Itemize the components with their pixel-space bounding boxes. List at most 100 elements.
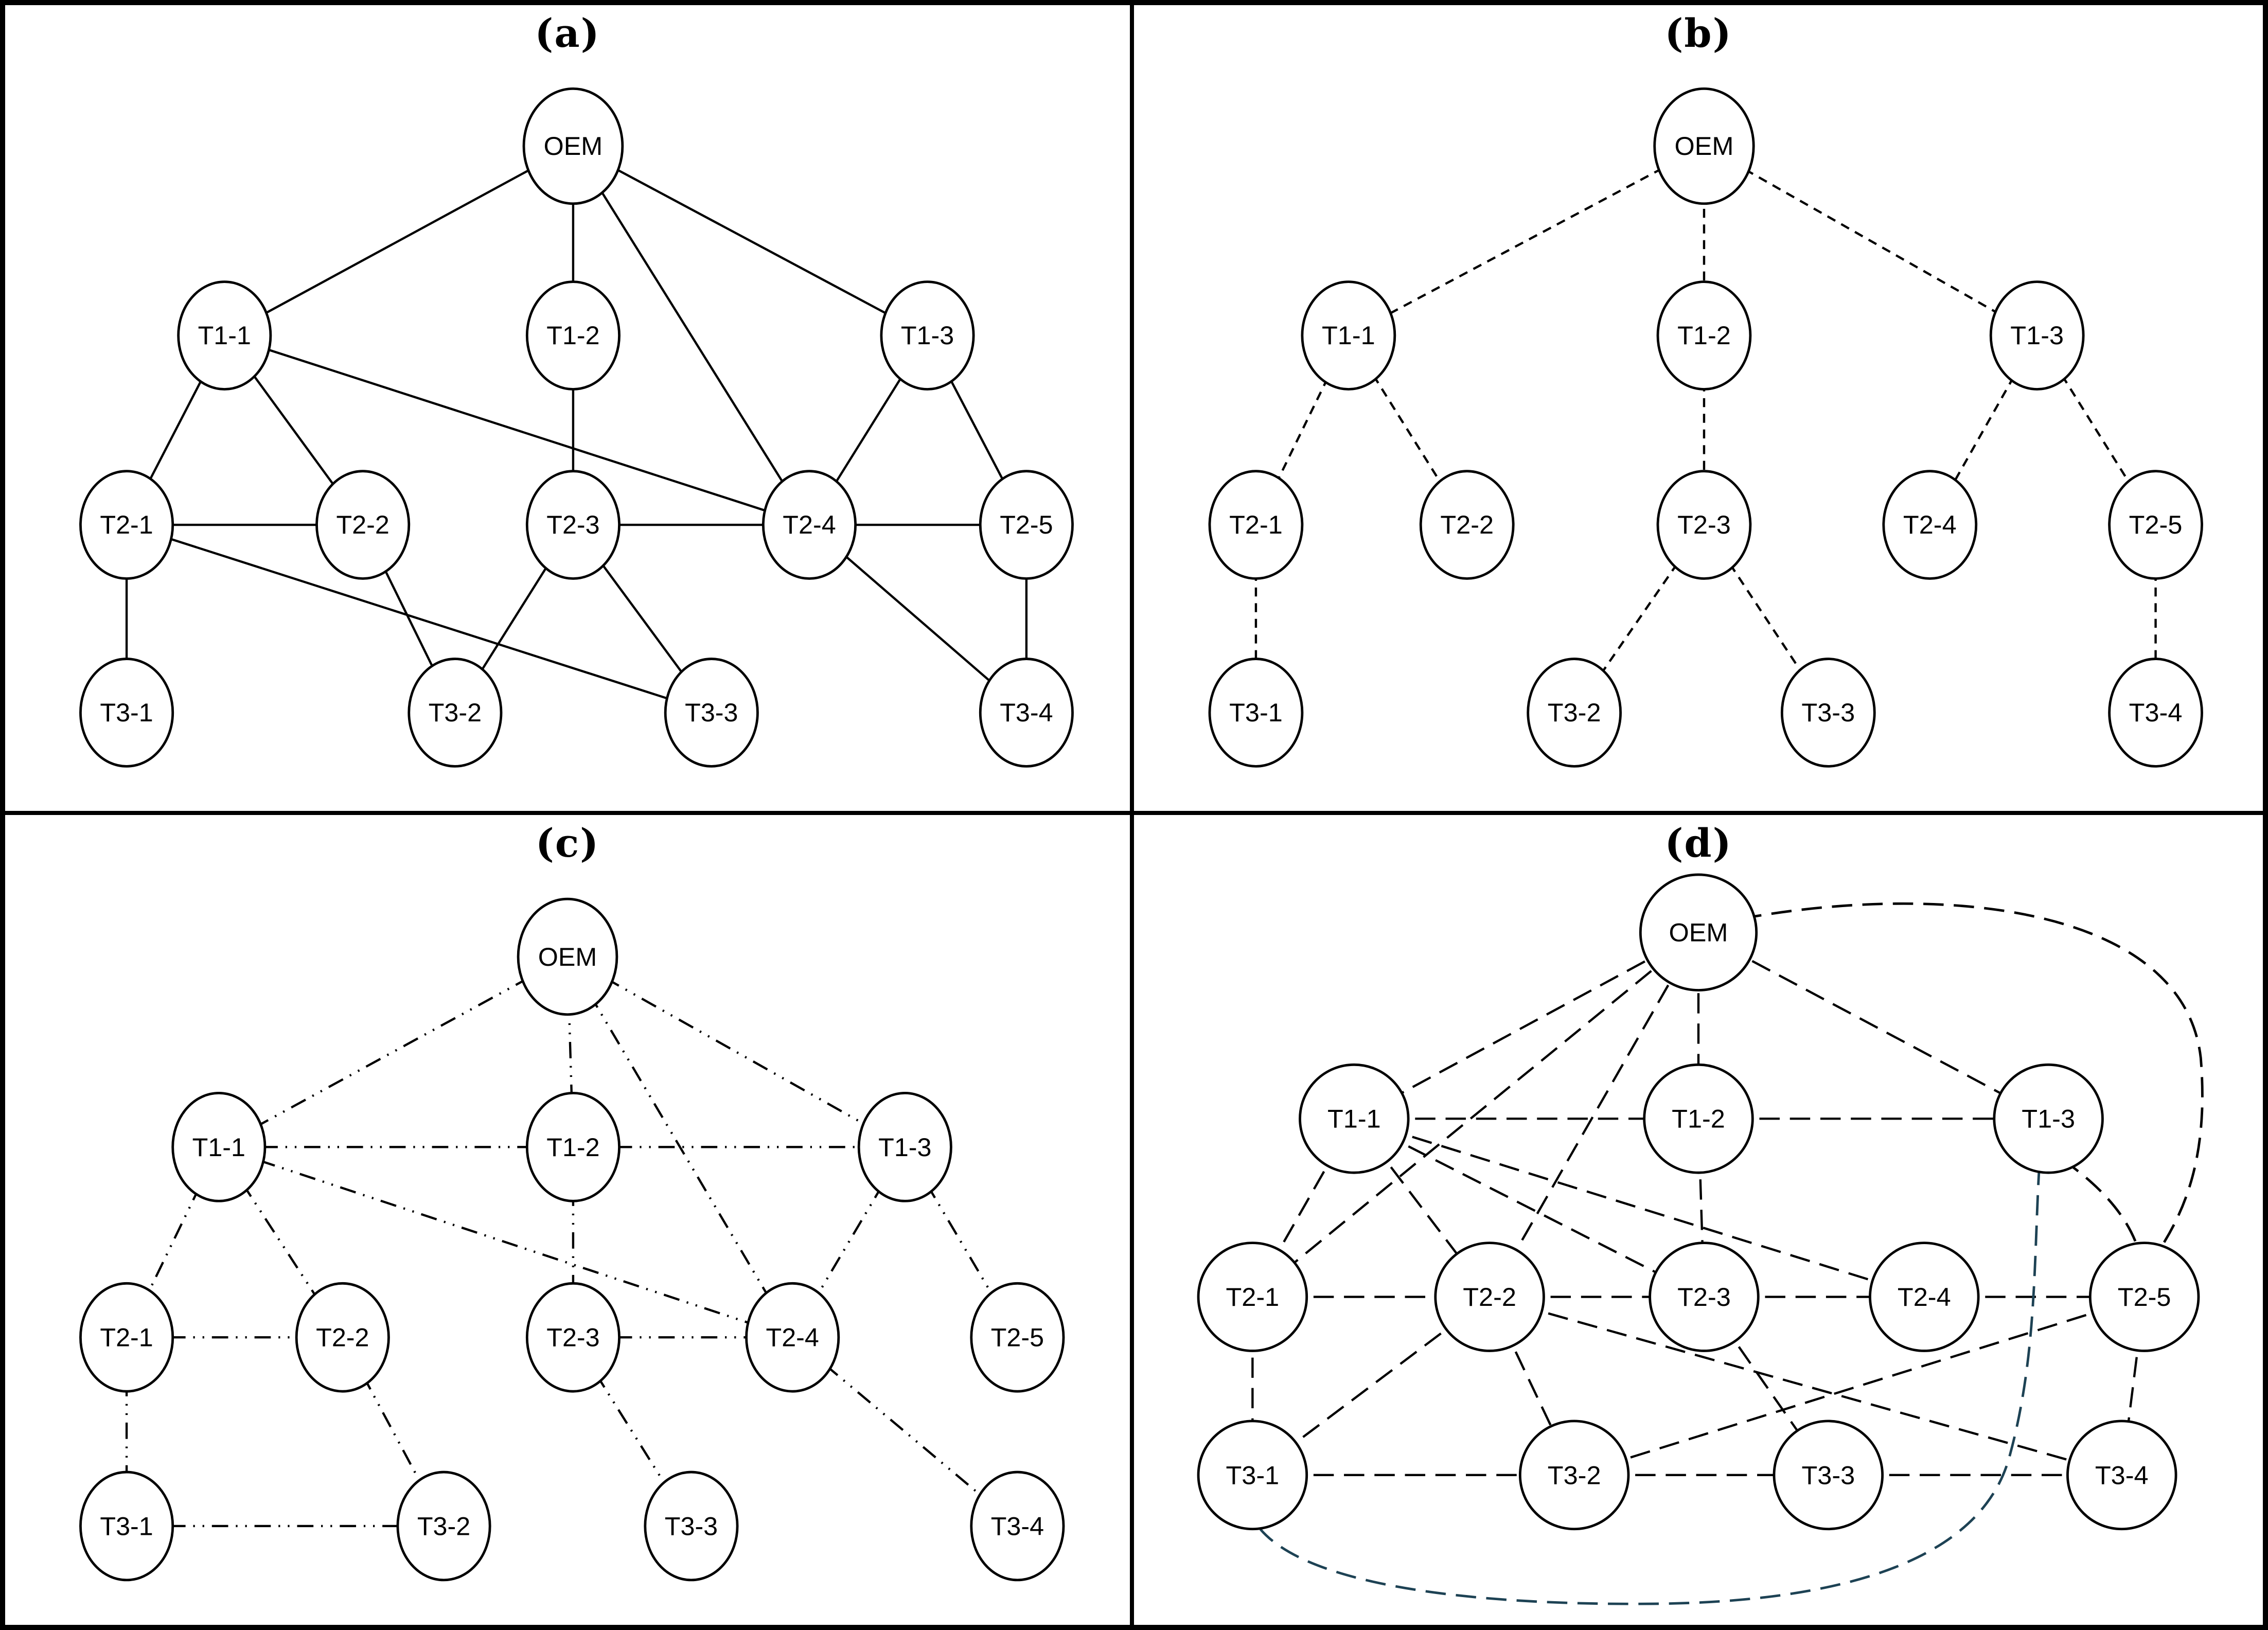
- node-label-T3-4: T3-4: [1000, 698, 1053, 727]
- node-T2-4: [1882, 470, 1978, 580]
- node-label-T1-3: T1-3: [878, 1132, 931, 1162]
- node-T2-2: [295, 1282, 390, 1393]
- node-T2-5: [970, 1282, 1065, 1393]
- node-T1-3: [857, 1092, 952, 1202]
- edge-T2-2-T3-4: [1489, 1296, 2122, 1476]
- edge-T1-1-T2-3: [1353, 1118, 1705, 1298]
- edge-T2-5-T3-2: [1574, 1296, 2145, 1476]
- edge-OEM-T1-1: [1353, 931, 1699, 1120]
- edge-OEM-T1-3: [572, 145, 928, 336]
- node-label-OEM: OEM: [1675, 132, 1734, 161]
- edge-OEM-T1-1: [1348, 145, 1705, 336]
- node-label-OEM: OEM: [1669, 918, 1728, 947]
- node-label-T3-1: T3-1: [1229, 698, 1283, 727]
- edge-T1-1-T2-4: [224, 334, 810, 526]
- node-label-T1-1: T1-1: [198, 321, 251, 350]
- curved-edge-T1-3-T2-5: [2061, 1158, 2142, 1260]
- node-label-T2-4: T2-4: [1903, 510, 1957, 539]
- edge-OEM-T1-2: [566, 956, 575, 1147]
- node-T1-1: [177, 280, 272, 391]
- node-T1-3: [1993, 1063, 2104, 1174]
- node-label-T1-2: T1-2: [546, 1132, 599, 1162]
- node-label-T1-2: T1-2: [1677, 321, 1731, 350]
- node-label-T1-3: T1-3: [2010, 321, 2064, 350]
- node-T3-3: [1773, 1420, 1884, 1531]
- node-label-T2-4: T2-4: [1898, 1282, 1951, 1312]
- node-label-T3-1: T3-1: [100, 1511, 153, 1540]
- edge-OEM-T1-3: [1697, 931, 2049, 1120]
- node-label-T2-3: T2-3: [546, 1323, 599, 1352]
- node-T2-4: [1869, 1242, 1980, 1352]
- edge-OEM-T1-1: [218, 955, 569, 1148]
- node-label-T1-3: T1-3: [2022, 1104, 2075, 1133]
- node-label-T2-3: T2-3: [546, 510, 599, 539]
- edge-T1-1-T2-4: [1354, 1118, 1925, 1298]
- node-label-T2-1: T2-1: [100, 510, 153, 539]
- node-OEM: [1653, 87, 1755, 205]
- node-label-T3-2: T3-2: [417, 1511, 470, 1540]
- edge-OEM-T1-3: [566, 955, 906, 1148]
- node-label-T1-1: T1-1: [1327, 1104, 1381, 1133]
- node-T3-2: [1518, 1420, 1630, 1531]
- node-label-T2-5: T2-5: [1000, 510, 1053, 539]
- node-T3-1: [1197, 1420, 1308, 1531]
- node-T1-1: [1299, 1063, 1410, 1174]
- node-label-T1-2: T1-2: [546, 321, 599, 350]
- node-label-T2-1: T2-1: [1229, 510, 1283, 539]
- node-T2-1: [1197, 1242, 1308, 1352]
- node-label-T2-4: T2-4: [783, 510, 836, 539]
- node-label-T3-3: T3-3: [665, 1511, 718, 1540]
- node-T2-3: [1649, 1242, 1760, 1352]
- node-T3-4: [979, 658, 1074, 768]
- node-label-T2-3: T2-3: [1677, 1282, 1731, 1312]
- node-T3-1: [79, 658, 174, 768]
- edge-OEM-T2-1: [1251, 931, 1699, 1298]
- node-T2-5: [979, 470, 1074, 580]
- node-T3-2: [396, 1470, 491, 1582]
- edge-T1-1-T2-4: [218, 1146, 793, 1339]
- node-T3-3: [664, 658, 759, 768]
- node-T1-2: [525, 1092, 621, 1202]
- node-T2-5: [2088, 1242, 2200, 1352]
- node-T3-1: [79, 1470, 174, 1582]
- node-label-T2-5: T2-5: [2129, 510, 2183, 539]
- node-label-T2-1: T2-1: [100, 1323, 153, 1352]
- node-T3-3: [644, 1470, 739, 1582]
- node-T2-1: [79, 1282, 174, 1393]
- node-OEM: [1639, 873, 1758, 991]
- node-label-T3-1: T3-1: [100, 698, 153, 727]
- node-T1-1: [1301, 280, 1396, 391]
- node-label-T3-4: T3-4: [991, 1511, 1044, 1540]
- node-label-T3-4: T3-4: [2129, 698, 2183, 727]
- node-label-T2-5: T2-5: [2118, 1282, 2171, 1312]
- node-T1-2: [1656, 280, 1752, 391]
- edge-OEM-T2-4: [572, 145, 810, 526]
- node-label-T2-1: T2-1: [1226, 1282, 1280, 1312]
- node-label-T2-3: T2-3: [1677, 510, 1731, 539]
- node-T3-2: [407, 658, 503, 768]
- node-T2-1: [1208, 470, 1304, 580]
- node-T1-3: [1989, 280, 2085, 391]
- node-T3-4: [970, 1470, 1065, 1582]
- node-label-T1-2: T1-2: [1672, 1104, 1725, 1133]
- node-label-T1-3: T1-3: [901, 321, 954, 350]
- node-T1-3: [880, 280, 975, 391]
- node-T2-2: [1434, 1242, 1545, 1352]
- edge-T2-1-T3-3: [126, 524, 712, 714]
- node-label-T2-2: T2-2: [1440, 510, 1494, 539]
- edge-OEM-T2-4: [566, 956, 794, 1338]
- edge-OEM-T1-3: [1703, 145, 2038, 336]
- node-label-T2-2: T2-2: [316, 1323, 369, 1352]
- node-T2-5: [2108, 470, 2203, 580]
- curved-edge-OEM-T2-5: [1741, 902, 2204, 1260]
- node-label-T3-3: T3-3: [685, 698, 738, 727]
- node-T2-3: [525, 1282, 621, 1393]
